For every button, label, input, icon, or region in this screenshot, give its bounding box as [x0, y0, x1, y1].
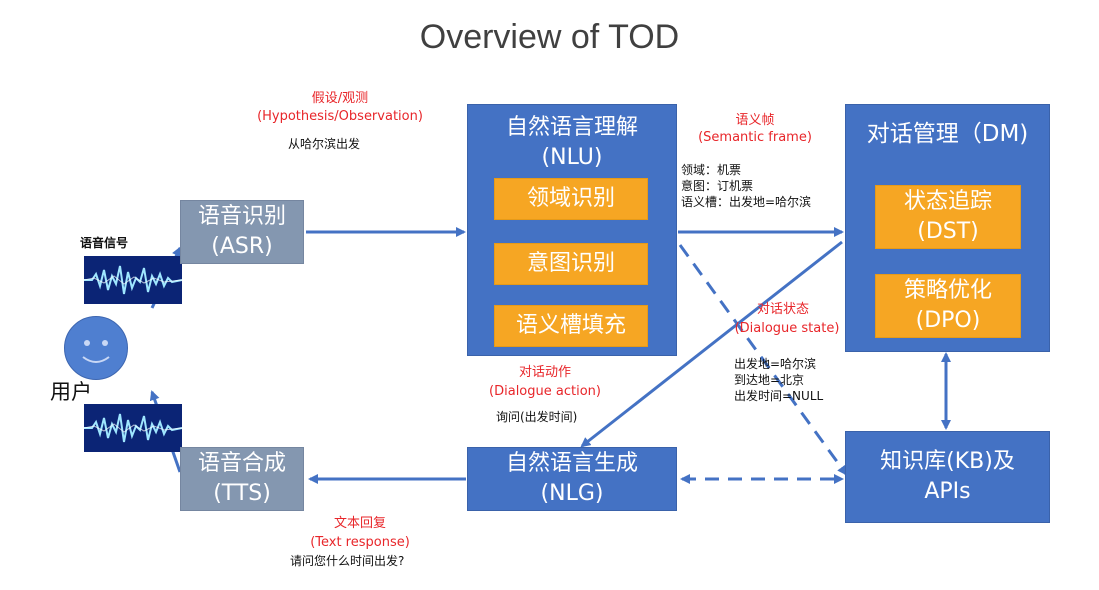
nlu-abbrev: (NLU) [541, 145, 603, 170]
hypothesis-cn: 假设/观测 [311, 91, 369, 106]
nlg-abbrev: (NLG) [540, 481, 604, 506]
kb-apis: APIs [924, 479, 971, 504]
semantic-frame-intent: 意图：订机票 [681, 179, 754, 193]
dialogue-state-en: (Dialogue state) [734, 321, 840, 336]
nlu-step-intent: 意图识别 [494, 243, 648, 285]
hypothesis-en: (Hypothesis/Observation) [257, 109, 423, 124]
asr-box: 语音识别 (ASR) [180, 200, 304, 264]
text-response-example: 请问您什么时间出发? [290, 554, 405, 568]
semantic-frame-slot: 语义槽：出发地=哈尔滨 [681, 195, 812, 209]
asr-abbrev: (ASR) [211, 234, 273, 259]
kb-box: 知识库(KB)及 APIs [845, 431, 1050, 523]
dialogue-state-destination: 到达地=北京 [734, 373, 805, 387]
dst-box: 状态追踪 (DST) [875, 185, 1021, 249]
tts-abbrev: (TTS) [213, 481, 271, 506]
semantic-frame-cn: 语义帧 [735, 113, 775, 128]
tts-box: 语音合成 (TTS) [180, 447, 304, 511]
asr-title: 语音识别 [197, 204, 286, 229]
text-response-en: (Text response) [310, 535, 410, 550]
dpo-title: 策略优化 [903, 278, 992, 303]
dialogue-action-cn: 对话动作 [518, 365, 571, 380]
arrow-nlu-to-kb-dashed [678, 244, 848, 476]
kb-title: 知识库(KB)及 [880, 449, 1015, 474]
dm-title: 对话管理（DM) [866, 121, 1029, 147]
speech-signal-label: 语音信号 [80, 236, 129, 250]
tts-title: 语音合成 [197, 451, 286, 476]
dst-title: 状态追踪 [903, 189, 992, 214]
dialogue-state-origin: 出发地=哈尔滨 [734, 357, 817, 371]
user-label: 用户 [50, 380, 92, 404]
dialogue-state-time: 出发时间=NULL [734, 389, 824, 403]
speech-waveform-top [84, 256, 182, 304]
dialogue-action-en: (Dialogue action) [489, 384, 601, 399]
nlu-step-slot: 语义槽填充 [494, 305, 648, 347]
user-smiley-icon [64, 316, 128, 380]
dialogue-action-example: 询问(出发时间) [496, 410, 578, 424]
semantic-frame-domain: 领域：机票 [681, 163, 742, 177]
arrow-dm-to-nlg [580, 240, 843, 448]
nlg-box: 自然语言生成 (NLG) [467, 447, 677, 511]
dpo-abbrev: (DPO) [915, 308, 981, 333]
text-response-cn: 文本回复 [333, 516, 386, 531]
diagram-title: Overview of TOD [419, 18, 680, 56]
dst-abbrev: (DST) [917, 219, 979, 244]
speech-waveform-bottom [84, 404, 182, 452]
nlu-title: 自然语言理解 [505, 115, 638, 140]
hypothesis-example: 从哈尔滨出发 [288, 137, 361, 151]
dialogue-state-cn: 对话状态 [756, 302, 809, 317]
semantic-frame-en: (Semantic frame) [698, 130, 812, 145]
nlu-step-domain: 领域识别 [494, 178, 648, 220]
dpo-box: 策略优化 (DPO) [875, 274, 1021, 338]
nlg-title: 自然语言生成 [505, 451, 638, 476]
